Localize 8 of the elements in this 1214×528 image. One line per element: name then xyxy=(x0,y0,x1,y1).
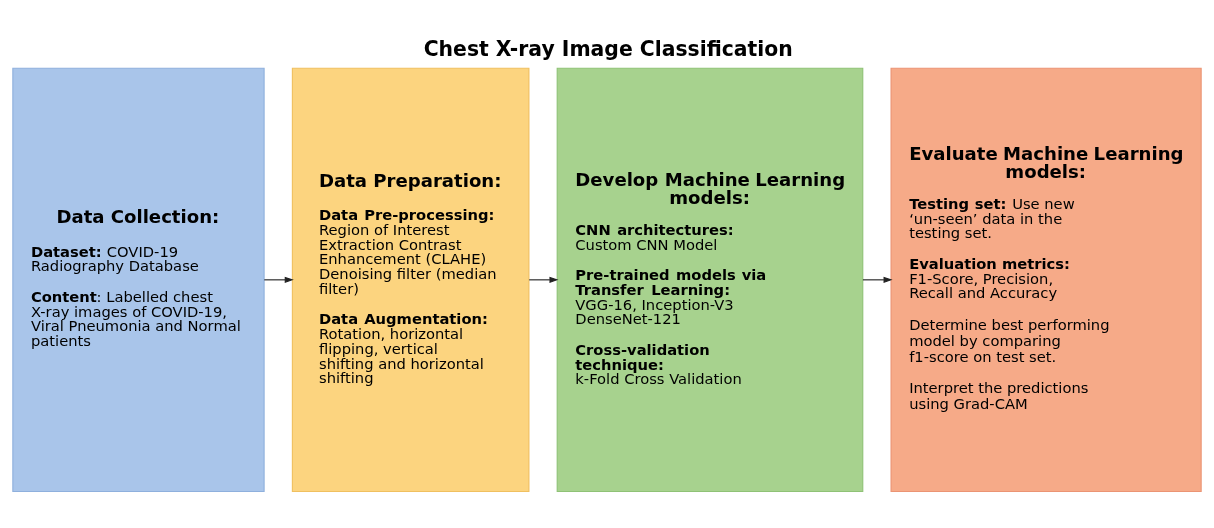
arrow xyxy=(263,276,294,283)
node-box: Evaluate Machine Learning models: Testing set: Use new ‘un-seen’ data in the testing set. Evaluation metrics: F1-Score, Precision, Recall and Accuracy Determine best performing model by comparing f1-score on test set. Interpret the predictions using Grad-CAM xyxy=(890,67,1202,493)
arrow xyxy=(528,276,559,283)
node-box: Data Preparation: Data Pre-processing: Region of Interest Extraction Contrast Enhancement (CLAHE) Denoising filter (median filter) Data Augmentation: Rotation, horizontal flipping, vertical shifting and horizontal shifting xyxy=(291,67,530,493)
node-box: Develop Machine Learning models: CNN architectures: Custom CNN Model Pre-trained models via Transfer Learning: VGG-16, Inception-V3 DenseNet-121 Cross-validation technique: k-Fold Cross Validation xyxy=(556,67,864,493)
arrow xyxy=(862,276,893,283)
diagram-title: Chest X-ray Image Classification xyxy=(423,37,793,62)
node-box: Data Collection: Dataset: COVID-19 Radiography Database Content: Labelled chest X-ray images of COVID-19, Viral Pneumonia and Normal patients xyxy=(12,67,265,493)
